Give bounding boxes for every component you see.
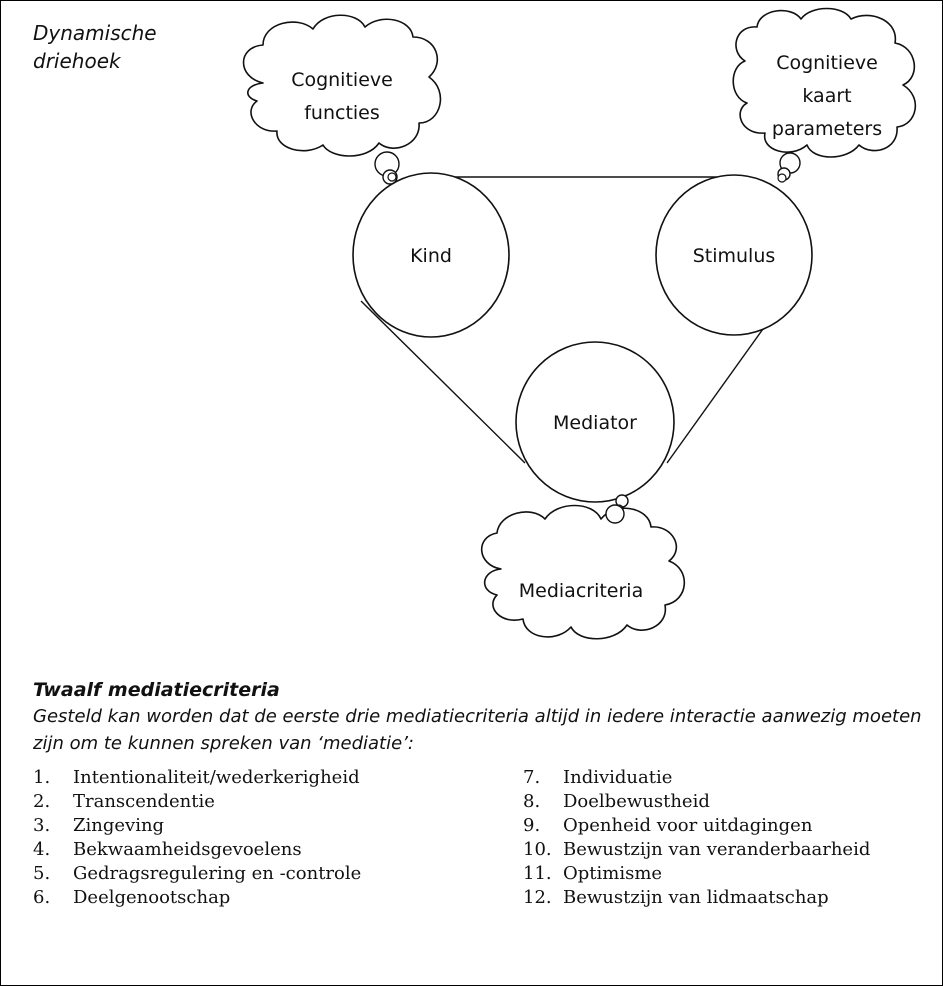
cloud-left-line: functies (304, 102, 380, 124)
criteria-item: 1. Intentionaliteit/wederkerigheid (33, 766, 361, 790)
criteria-item-number: 3. (33, 815, 51, 836)
criteria-item: 9. Openheid voor uitdagingen (523, 814, 870, 838)
dynamic-triangle-diagram: Kind Stimulus Mediator Cognitieve functi… (242, 7, 917, 640)
criteria-item: 4. Bekwaamheidsgevoelens (33, 838, 361, 862)
criteria-item: 12. Bewustzijn van lidmaatschap (523, 886, 870, 910)
section-heading: Twaalf mediatiecriteria (33, 679, 280, 701)
cloud-mediacriteria: Mediacriteria (480, 494, 686, 640)
cloud-right-line: Cognitieve (776, 52, 878, 74)
criteria-column-right: 7. Individuatie 8. Doelbewustheid 9. Openheid… (523, 766, 870, 910)
diagram-title: Dynamische driehoek (33, 19, 157, 75)
criteria-list: 1. Intentionaliteit/wederkerigheid 2. Trans… (33, 766, 923, 986)
criteria-item-label: Gedragsregulering en -controle (73, 863, 362, 884)
criteria-item-number: 7. (523, 767, 541, 788)
criteria-section: Twaalf mediatiecriteria Gesteld kan word… (33, 677, 923, 757)
criteria-item: 5. Gedragsregulering en -controle (33, 862, 361, 886)
criteria-item-number: 6. (33, 887, 51, 908)
criteria-item-label: Bewustzijn van veranderbaarheid (563, 839, 871, 860)
criteria-item-label: Deelgenootschap (73, 887, 231, 908)
criteria-item-number: 10. (523, 839, 552, 860)
node-stimulus-label: Stimulus (693, 245, 776, 267)
criteria-item-label: Doelbewustheid (563, 791, 710, 812)
cloud-cognitive-functions: Cognitieve functies (242, 14, 442, 185)
criteria-item: 2. Transcendentie (33, 790, 361, 814)
criteria-column-left: 1. Intentionaliteit/wederkerigheid 2. Trans… (33, 766, 361, 910)
node-kind: Kind (352, 172, 510, 338)
node-mediator-label: Mediator (553, 412, 637, 434)
criteria-item-label: Bekwaamheidsgevoelens (73, 839, 302, 860)
criteria-item-label: Intentionaliteit/wederkerigheid (73, 767, 360, 788)
diagram-title-line: Dynamische (33, 21, 157, 45)
cloud-cognitive-map-parameters: Cognitieve kaart parameters (732, 7, 917, 183)
cloud-right-line: kaart (802, 85, 851, 107)
criteria-item-label: Individuatie (563, 767, 673, 788)
criteria-item: 10. Bewustzijn van veranderbaarheid (523, 838, 870, 862)
criteria-item-label: Zingeving (73, 815, 165, 836)
node-mediator: Mediator (515, 341, 675, 503)
cloud-left-line: Cognitieve (291, 69, 393, 91)
criteria-item-number: 4. (33, 839, 51, 860)
cloud-bottom-line: Mediacriteria (519, 580, 643, 602)
node-stimulus: Stimulus (655, 174, 813, 336)
criteria-item-number: 9. (523, 815, 541, 836)
edge-kind-mediator (360, 300, 526, 464)
criteria-item-label: Openheid voor uitdagingen (563, 815, 813, 836)
cloud-right-line: parameters (772, 118, 882, 140)
criteria-item-label: Bewustzijn van lidmaatschap (563, 887, 829, 908)
criteria-item-number: 2. (33, 791, 51, 812)
node-kind-label: Kind (410, 245, 452, 267)
criteria-item-number: 12. (523, 887, 552, 908)
criteria-item: 3. Zingeving (33, 814, 361, 838)
criteria-item: 11. Optimisme (523, 862, 870, 886)
criteria-item: 6. Deelgenootschap (33, 886, 361, 910)
criteria-item-number: 1. (33, 767, 51, 788)
criteria-item: 8. Doelbewustheid (523, 790, 870, 814)
criteria-item-label: Transcendentie (73, 791, 215, 812)
diagram-title-line: driehoek (33, 49, 121, 73)
criteria-item-number: 11. (523, 863, 552, 884)
section-intro: Gesteld kan worden dat de eerste drie me… (33, 706, 922, 754)
criteria-item-number: 5. (33, 863, 51, 884)
criteria-item-label: Optimisme (563, 863, 663, 884)
criteria-item-number: 8. (523, 791, 541, 812)
criteria-item: 7. Individuatie (523, 766, 870, 790)
